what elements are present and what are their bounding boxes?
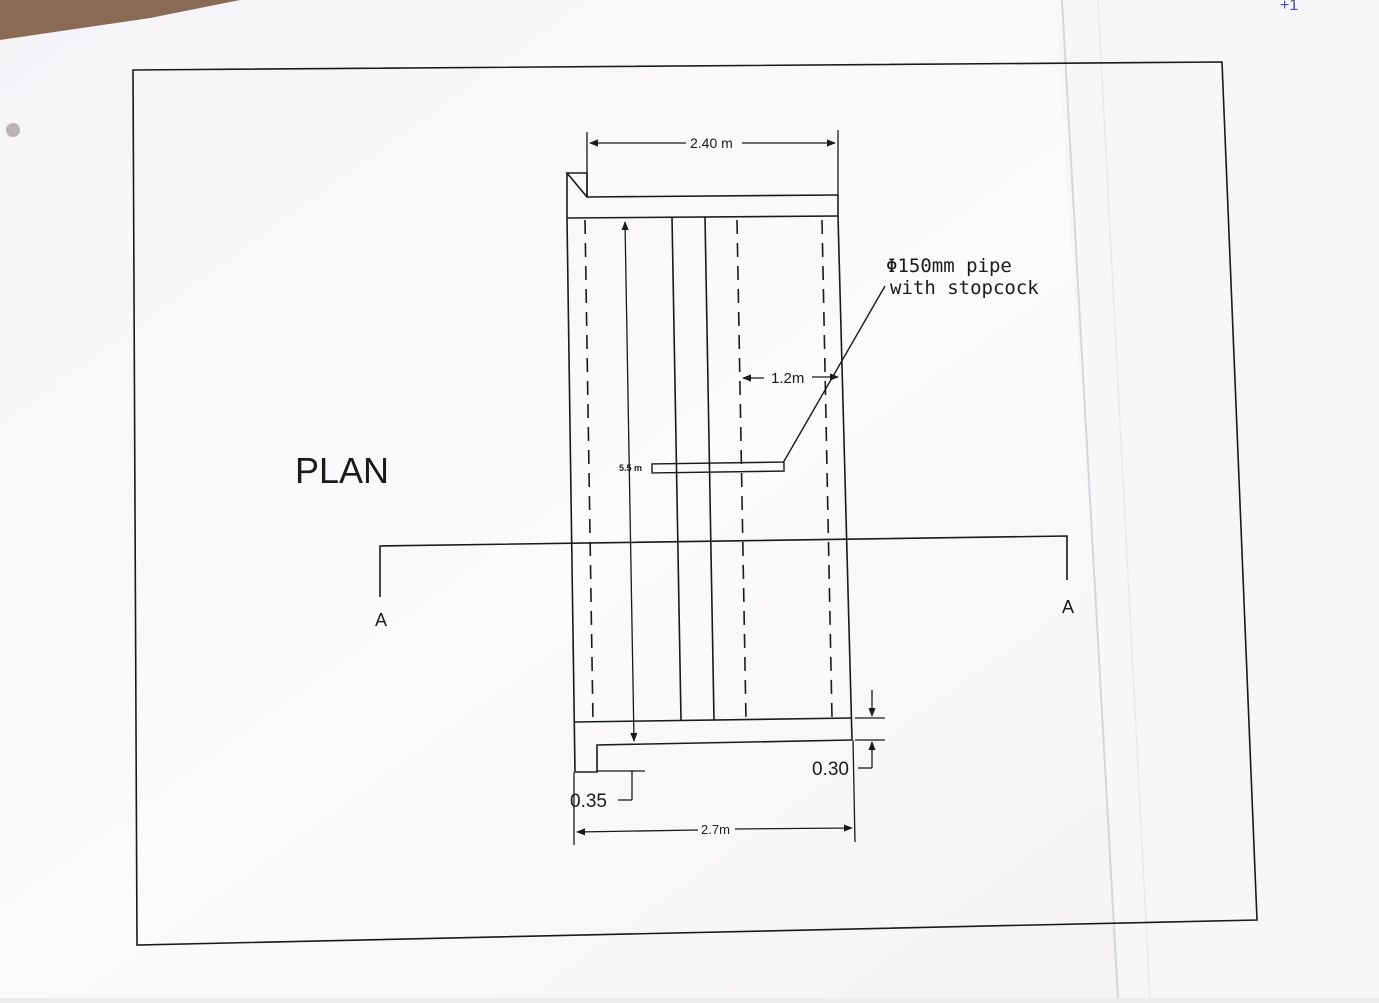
corner-mark: +1 <box>1280 0 1298 14</box>
bottom-wall-outer-edge <box>575 739 853 773</box>
fold-crease-secondary <box>1097 0 1151 999</box>
left-outer-wall <box>566 217 576 773</box>
dim-wall-right <box>855 690 885 769</box>
dim-inner-spacing <box>742 373 839 382</box>
hidden-line-left <box>584 219 594 723</box>
dim-top-width-label: 2.40 m <box>690 135 733 151</box>
dim-length <box>621 221 638 742</box>
fold-crease <box>1061 0 1119 999</box>
border-frame <box>132 61 1258 946</box>
top-wall-inner-edge <box>566 215 839 219</box>
section-marker-left: A <box>375 610 387 630</box>
right-outer-wall <box>837 215 853 741</box>
divider-line-2 <box>704 216 715 721</box>
dim-top-width <box>586 130 839 197</box>
view-title: PLAN <box>295 450 389 491</box>
dim-wall-left-label: 0.35 <box>570 791 607 812</box>
dim-wall-left <box>597 770 645 801</box>
dim-bottom-width-label: 2.7m <box>701 822 730 837</box>
section-marker-right: A <box>1062 597 1074 617</box>
section-line <box>379 535 1068 597</box>
divider-line-1 <box>671 216 682 721</box>
callout-line-1: Φ150mm pipe <box>886 255 1012 277</box>
hidden-line-right <box>821 219 833 719</box>
dim-bottom-width <box>573 739 856 845</box>
dim-length-label: 5.5 m <box>619 463 642 473</box>
punch-hole <box>6 123 20 137</box>
dim-wall-right-label: 0.30 <box>812 759 849 780</box>
hidden-line-center <box>736 219 747 721</box>
dim-inner-spacing-label: 1.2m <box>771 370 804 387</box>
pipe <box>651 461 785 474</box>
paper-fold <box>1055 0 1379 998</box>
callout-line-2: with stopcock <box>890 277 1039 299</box>
tank-outline <box>565 172 853 773</box>
hidden-lines <box>584 219 833 723</box>
